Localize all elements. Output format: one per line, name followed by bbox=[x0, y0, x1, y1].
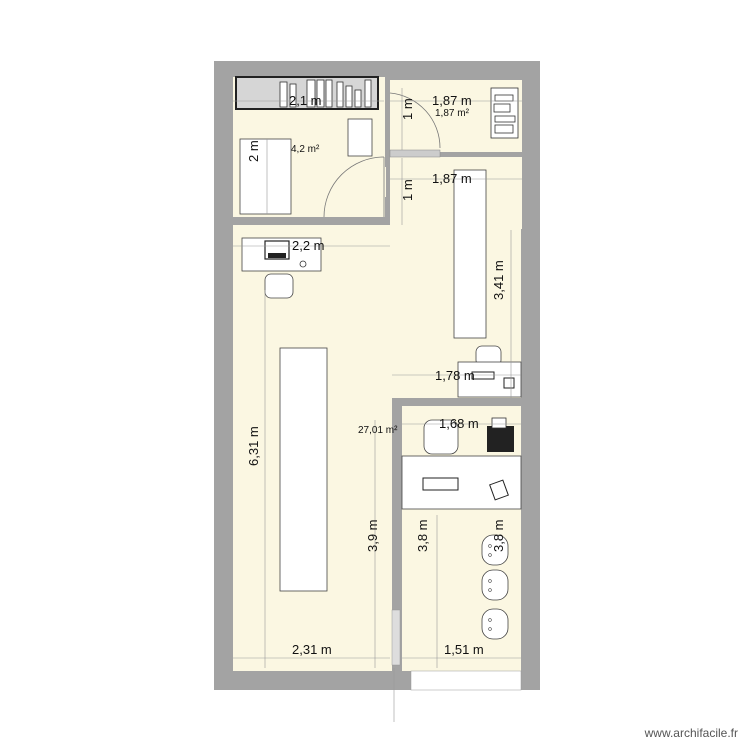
book bbox=[336, 81, 344, 108]
book bbox=[316, 79, 325, 108]
book bbox=[289, 83, 297, 108]
keyboard bbox=[268, 253, 286, 258]
book bbox=[354, 89, 362, 108]
chair-office bbox=[423, 419, 459, 455]
keyboard-right-upper bbox=[471, 371, 495, 380]
dim-office-width: 1,51 m bbox=[444, 642, 484, 657]
dim-main-height: 6,31 m bbox=[246, 426, 261, 466]
dim-right-upper-width: 1,78 m bbox=[435, 368, 475, 383]
printer-paper bbox=[491, 417, 507, 429]
long-table-center bbox=[279, 347, 328, 592]
dim-top-left-width: 2,1 m bbox=[289, 93, 322, 108]
dim-top-right-height: 1 m bbox=[400, 98, 415, 120]
wall-small-window bbox=[389, 149, 441, 158]
printer bbox=[487, 426, 514, 452]
phone-right-upper bbox=[503, 377, 515, 389]
door-bedroom-arc bbox=[323, 156, 385, 218]
chair-round bbox=[481, 569, 509, 601]
wall-bedroom-bottom-left bbox=[214, 217, 324, 225]
area-bedroom: 4,2 m² bbox=[291, 144, 320, 155]
wall-office-left bbox=[392, 398, 402, 608]
mouse bbox=[299, 260, 307, 268]
phone-office bbox=[489, 479, 509, 501]
shelf-item bbox=[494, 115, 516, 123]
dimension-lines bbox=[233, 88, 522, 722]
dim-corridor-height: 1 m bbox=[400, 179, 415, 201]
door-small-arc bbox=[389, 92, 441, 149]
shelf-item bbox=[494, 94, 514, 102]
window-office-left bbox=[391, 609, 401, 666]
dim-partition-height: 3,9 m bbox=[365, 519, 380, 552]
dim-main-width: 2,31 m bbox=[292, 642, 332, 657]
dim-desk-width: 2,2 m bbox=[292, 238, 325, 253]
wall-bedroom-right bbox=[385, 77, 390, 167]
dim-office-height-left: 3,8 m bbox=[415, 519, 430, 552]
dim-corridor-width: 1,87 m bbox=[432, 171, 472, 186]
shelf-item bbox=[493, 103, 511, 113]
chair-round bbox=[481, 534, 509, 566]
bed bbox=[239, 138, 292, 215]
nightstand bbox=[347, 118, 373, 157]
entrance-opening bbox=[410, 670, 522, 691]
keyboard-office bbox=[422, 477, 459, 491]
dim-right-strip-height: 3,41 m bbox=[491, 260, 506, 300]
dim-office-height-right: 3,8 m bbox=[491, 519, 506, 552]
book bbox=[325, 79, 333, 108]
area-main-room: 27,01 m² bbox=[358, 425, 398, 436]
dim-top-right-width: 1,87 m bbox=[432, 93, 472, 108]
book bbox=[345, 85, 353, 108]
wall-bedroom-right-lower bbox=[385, 197, 390, 225]
book bbox=[279, 81, 288, 108]
chair-left bbox=[264, 273, 294, 299]
long-table-right bbox=[453, 169, 487, 339]
dim-right-office-width: 1,68 m bbox=[439, 416, 479, 431]
dim-top-left-height: 2 m bbox=[246, 140, 261, 162]
wall-small-bottom bbox=[440, 152, 522, 157]
wall-office-top bbox=[392, 398, 521, 406]
book bbox=[306, 79, 316, 108]
book bbox=[364, 79, 372, 108]
watermark: www.archifacile.fr bbox=[644, 726, 738, 740]
chair-round bbox=[481, 608, 509, 640]
shelf-item bbox=[494, 124, 514, 134]
area-small-room: 1,87 m² bbox=[435, 108, 470, 119]
